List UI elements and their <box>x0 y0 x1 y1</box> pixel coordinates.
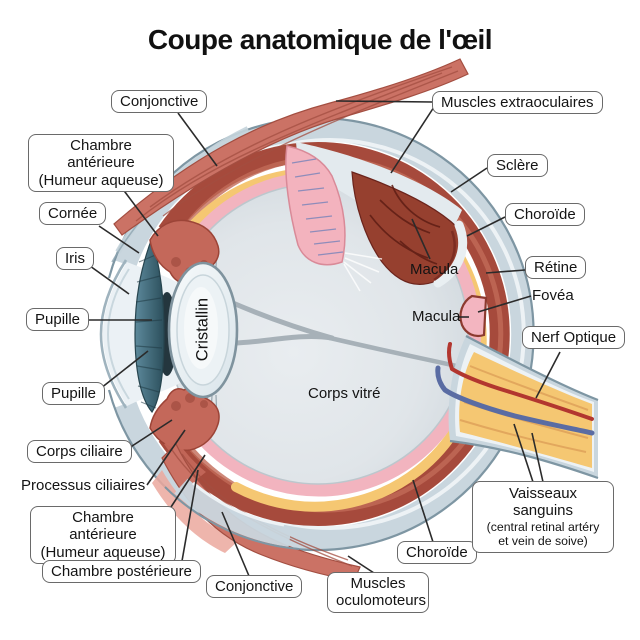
central-retinal-vein <box>435 365 595 436</box>
label-vaisseaux-sanguins: Vaisseaux sanguins (central retinal arté… <box>472 481 614 553</box>
conjunctiva-bottom <box>152 470 238 553</box>
label-vaisseaux-sub: (central retinal artéry et vein de soive… <box>486 519 600 549</box>
optic-nerve <box>435 335 599 480</box>
central-retinal-artery <box>446 342 594 421</box>
leader-conjonctive-top <box>177 112 218 167</box>
label-corps-ciliaire: Corps ciliaire <box>27 440 132 464</box>
leader-chambre-anterieure-2 <box>170 454 206 508</box>
label-retine: Rétine <box>525 256 587 280</box>
label-cristallin: Cristallin <box>193 297 212 362</box>
label-pupille-1: Pupille <box>26 308 90 332</box>
label-pupille-2: Pupille <box>42 382 106 406</box>
leader-nerf-optique <box>535 351 561 399</box>
label-processus-ciliaires: Processus ciliaires <box>21 477 146 494</box>
leader-pupille-2 <box>95 350 149 393</box>
label-macula-1: Macula <box>410 261 459 278</box>
iris-body <box>134 236 165 414</box>
leader-muscles-extraoculaires-a <box>335 100 434 103</box>
iris-striations <box>135 253 163 409</box>
sclera-over-muscle-gap <box>192 481 285 527</box>
cornea-inner <box>106 268 130 400</box>
leader-fovea <box>477 295 532 313</box>
leader-corps-ciliaire <box>125 419 173 451</box>
label-macula-2: Macula <box>412 308 461 325</box>
label-iris: Iris <box>56 247 94 271</box>
sclera-over-muscle <box>174 478 292 547</box>
lens <box>167 261 239 399</box>
label-nerf-optique: Nerf Optique <box>522 326 626 350</box>
leader-conjonctive-bottom <box>221 511 250 577</box>
leader-sclere <box>450 167 488 193</box>
leader-processus-ciliaires <box>146 429 186 486</box>
leader-choroide-right <box>466 216 506 237</box>
tongue-fan-lines <box>343 252 383 292</box>
flap-vessels <box>369 184 441 265</box>
sclera-over-muscle-edge <box>164 486 300 550</box>
page-title: Coupe anatomique de l'œil <box>147 24 493 55</box>
choroid-cutaway-flap <box>285 142 468 292</box>
leader-iris <box>89 265 130 295</box>
label-choroide-right: Choroïde <box>505 203 585 227</box>
leader-macula-1 <box>411 218 431 260</box>
label-muscles-oculomoteurs: Muscles oculomoteurs <box>327 572 429 613</box>
label-sclere: Sclère <box>487 154 548 178</box>
leader-retine <box>485 269 526 274</box>
label-choroide-bottom: Choroïde <box>397 541 477 565</box>
leader-vaisseaux-a <box>513 423 534 483</box>
muscle-top-streaks <box>135 66 459 222</box>
leader-vaisseaux-b <box>531 432 544 483</box>
label-muscles-extraoculaires: Muscles extraoculaires <box>432 91 603 115</box>
label-conjonctive-bottom: Conjonctive <box>206 575 303 599</box>
label-cornee: Cornée <box>39 202 107 226</box>
leader-lines <box>77 100 561 577</box>
nerve-fibers <box>459 352 592 468</box>
label-chambre-anterieure-1: Chambre antérieure (Humeur aqueuse) <box>28 134 174 193</box>
label-chambre-anterieure-2: Chambre antérieure (Humeur aqueuse) <box>30 506 176 565</box>
muscles-and-conjunctiva <box>111 58 469 582</box>
leader-muscles-extraoculaires-b <box>390 106 435 174</box>
flap-sclera-rim <box>433 220 468 288</box>
macula-bump <box>459 294 488 338</box>
label-fovea: Fovéa <box>532 287 574 304</box>
anterior-segment <box>99 219 239 480</box>
retina-striations <box>291 158 344 256</box>
leader-muscles-oculomoteurs <box>347 555 375 574</box>
leader-chambre-posterieure <box>181 469 199 562</box>
leader-choroide-bottom <box>412 479 434 543</box>
leader-cornee <box>98 225 140 254</box>
label-chambre-posterieure: Chambre postérieure <box>42 560 201 584</box>
nerve-outline <box>449 335 599 480</box>
label-conjonctive-top: Conjonctive <box>111 90 208 114</box>
cornea-outer <box>99 259 128 409</box>
label-corps-vitre: Corps vitré <box>308 385 381 402</box>
label-vaisseaux-main: Vaisseaux sanguins <box>508 485 578 520</box>
flap-rim-edge <box>433 230 456 282</box>
